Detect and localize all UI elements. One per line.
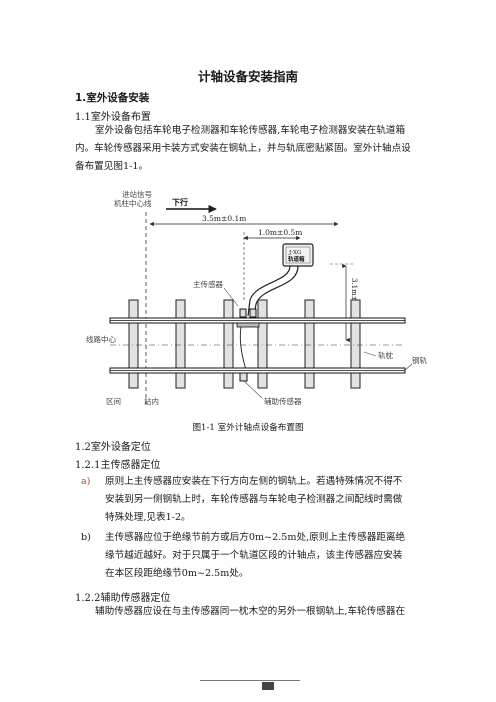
main-sensor (249, 308, 257, 318)
dimension-2-text: 1.0m±0.5m (258, 228, 302, 237)
label-sleeper: 轨枕 (378, 350, 393, 360)
paragraph-2-line-1: 辅助传感器应设在与主传感器同一枕木空的另外一根钢轨上,车轮传感器在 (95, 606, 406, 617)
label-direction: 下行 (172, 197, 188, 207)
paragraph-1-line-3: 备布置见图1-1。 (75, 161, 149, 172)
track-box-line-1: J·XG (288, 250, 301, 256)
paragraph-1: 室外设备包括车轮电子检测器和车轮传感器,车轮电子检测器安装在轨道箱 内。车轮传感… (75, 122, 431, 176)
label-track-center: 线路中心 (86, 334, 116, 344)
footer-divider (200, 680, 300, 681)
main-sensor (239, 308, 247, 318)
list-item-b-line-2: 缘节越近越好。对于只属于一个轨道区段的计轴点，该主传感器应安装 (105, 550, 403, 561)
section-heading-1: 1.室外设备安装 (75, 92, 150, 104)
sleeper (175, 299, 186, 389)
sleeper (257, 299, 268, 389)
list-item-b-line-3: 在本区段距绝缘节0m~2.5m处。 (105, 568, 249, 579)
label-aux-sensor: 辅助传感器 (264, 396, 302, 406)
list-item-a: a) 原则上主传感器应安装在下行方向左侧的钢轨上。若遇特殊情况不得不 安装到另一… (75, 473, 431, 529)
paragraph-1-line-2: 内。车轮传感器采用卡装方式安装在钢轨上，并与轨底密贴紧固。室外计轴点设 (75, 143, 411, 154)
figure-caption: 图1-1 室外计轴点设备布置图 (192, 423, 304, 433)
label-mast-center: 机柱中心线 (114, 198, 152, 208)
cable-1 (247, 265, 291, 317)
section-heading-1-1: 1.1室外设备布置 (75, 112, 151, 123)
label-main-sensor: 主传感器 (193, 279, 223, 289)
label-section: 区间 (106, 397, 121, 406)
label-signal: 进站信号 (122, 189, 152, 199)
sleepers (128, 299, 361, 389)
list-item-a-text: 原则上主传感器应安装在下行方向左侧的钢轨上。若遇特殊情况不得不 安装到另一侧钢轨… (105, 473, 435, 527)
aux-sensor (239, 372, 248, 382)
section-heading-1-2-2: 1.2.2辅助传感器定位 (75, 593, 171, 604)
paragraph-2: 辅助传感器应设在与主传感器同一枕木空的另外一根钢轨上,车轮传感器在 (75, 603, 431, 621)
track-box-line-2: 轨道箱 (288, 255, 305, 263)
label-station: 站内 (144, 396, 159, 406)
sleeper (350, 299, 361, 389)
list-item-a-marker: a) (81, 476, 91, 487)
list-item-a-line-3: 特殊处理,见表1-2。 (105, 512, 191, 523)
sleeper (223, 299, 234, 389)
dimension-1-text: 3.5m±0.1m (202, 214, 246, 223)
document-title: 计轴设备安装指南 (197, 69, 298, 84)
cable-2 (253, 265, 299, 317)
label-rail: 钢轨 (412, 355, 427, 365)
list-item-b-line-1: 主传感器应位于绝缘节前方或后方0m~2.5m处,原则上主传感器距离绝 (105, 532, 406, 543)
list-item-b: b) 主传感器应位于绝缘节前方或后方0m~2.5m处,原则上主传感器距离绝 缘节… (75, 529, 431, 585)
section-heading-1-2: 1.2室外设备定位 (75, 442, 151, 453)
sleeper (128, 299, 139, 389)
section-heading-1-2-1: 1.2.1主传感器定位 (75, 460, 161, 471)
list-item-a-line-2: 安装到另一侧钢轨上时，车轮传感器与车轮电子检测器之间配线时需做 (105, 494, 403, 505)
list-item-b-text: 主传感器应位于绝缘节前方或后方0m~2.5m处,原则上主传感器距离绝 缘节越近越… (105, 529, 435, 583)
list-item-a-line-1: 原则上主传感器应安装在下行方向左侧的钢轨上。若遇特殊情况不得不 (105, 476, 403, 487)
dimension-vertical-text: 3.1m±0.1m (350, 278, 358, 320)
sleeper (304, 299, 315, 389)
footer-page-mark (262, 682, 274, 690)
list-item-b-marker: b) (81, 532, 91, 543)
paragraph-1-line-1: 室外设备包括车轮电子检测器和车轮传感器,车轮电子检测器安装在轨道箱 (95, 125, 406, 136)
